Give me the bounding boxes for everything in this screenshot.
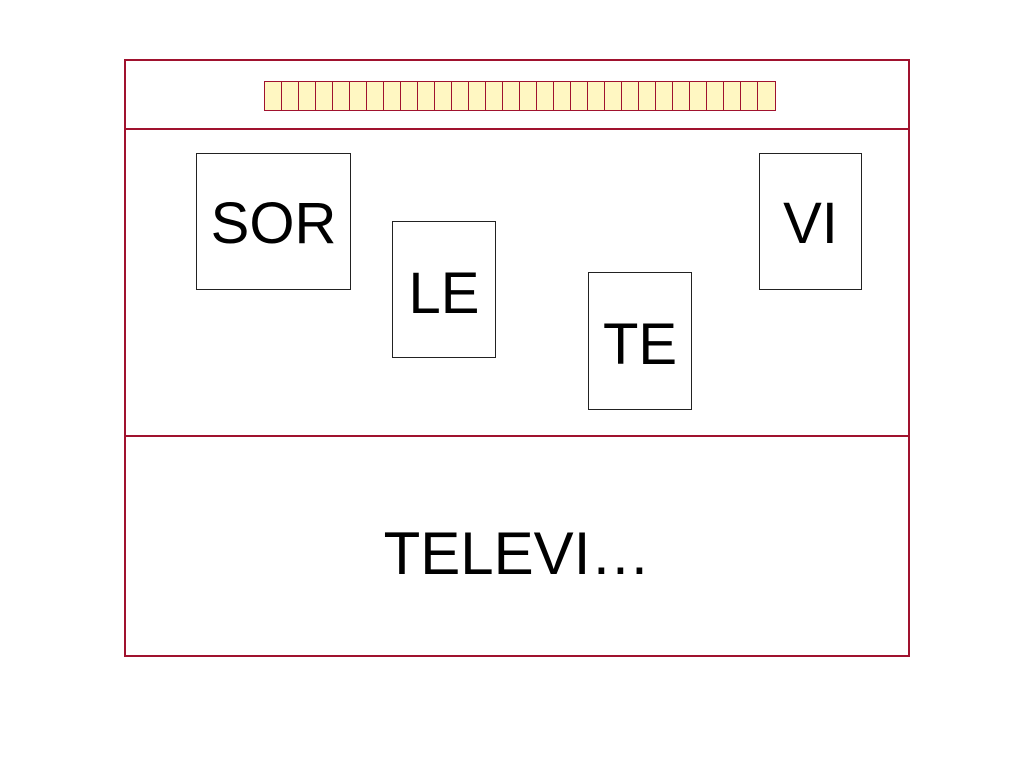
letter-cell xyxy=(741,82,758,110)
answer-area: TELEVI… xyxy=(124,434,910,657)
syllable-card-label: TE xyxy=(602,312,678,377)
letter-cell xyxy=(690,82,707,110)
letter-cell xyxy=(469,82,486,110)
letter-cell xyxy=(367,82,384,110)
header-divider xyxy=(126,128,908,130)
letter-cell xyxy=(673,82,690,110)
answer-word: TELEVI… xyxy=(383,520,651,587)
letter-cell xyxy=(622,82,639,110)
letter-track xyxy=(264,81,776,111)
letter-cell xyxy=(520,82,537,110)
letter-cell xyxy=(384,82,401,110)
letter-cell xyxy=(265,82,282,110)
syllable-card-sor[interactable]: SOR xyxy=(196,153,351,290)
letter-cell xyxy=(486,82,503,110)
letter-cell xyxy=(350,82,367,110)
syllable-card-label: LE xyxy=(408,260,480,326)
letter-cell xyxy=(418,82,435,110)
syllable-card-vi[interactable]: VI xyxy=(759,153,862,290)
letter-cell xyxy=(758,82,775,110)
syllable-card-le[interactable]: LE xyxy=(392,221,496,358)
letter-cell xyxy=(401,82,418,110)
letter-cell xyxy=(639,82,656,110)
answer-divider xyxy=(126,435,908,437)
letter-cell xyxy=(537,82,554,110)
letter-cell xyxy=(588,82,605,110)
syllable-card-label: VI xyxy=(783,190,838,256)
letter-cell xyxy=(282,82,299,110)
letter-cell xyxy=(724,82,741,110)
puzzle-frame xyxy=(124,59,910,657)
letter-cell xyxy=(316,82,333,110)
letter-cell xyxy=(503,82,520,110)
letter-cell xyxy=(333,82,350,110)
letter-cell xyxy=(605,82,622,110)
syllable-card-te[interactable]: TE xyxy=(588,272,692,410)
letter-cell xyxy=(554,82,571,110)
letter-cell xyxy=(707,82,724,110)
letter-cell xyxy=(435,82,452,110)
syllable-card-label: SOR xyxy=(210,190,337,256)
letter-cell xyxy=(452,82,469,110)
letter-cell xyxy=(571,82,588,110)
letter-cell xyxy=(656,82,673,110)
letter-cell xyxy=(299,82,316,110)
